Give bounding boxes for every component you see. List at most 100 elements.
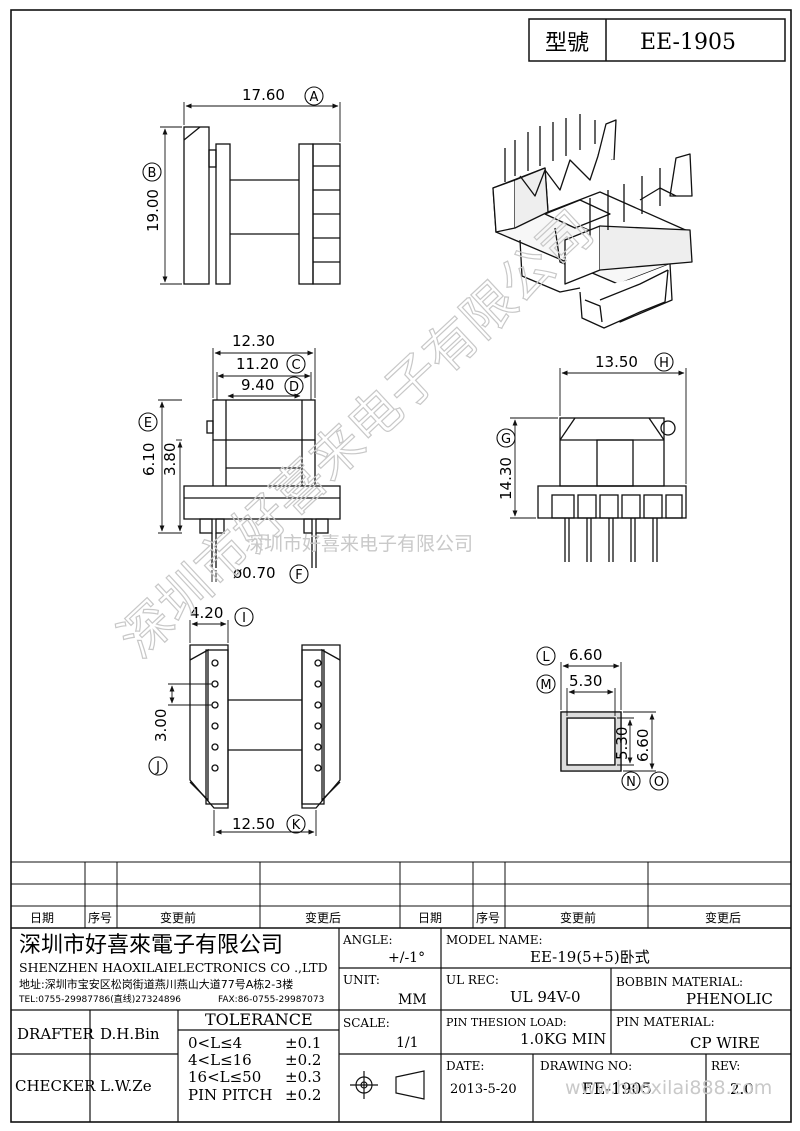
drawing-no-label: DRAWING NO:: [540, 1059, 632, 1073]
company-name-cn: 深圳市好喜來電子有限公司: [19, 933, 283, 958]
dim-o-tag: O: [649, 771, 669, 791]
isometric-view: [492, 114, 693, 329]
svg-text:±0.2: ±0.2: [285, 1086, 321, 1104]
dim-g-value: 14.30: [497, 457, 515, 500]
svg-text:序号: 序号: [88, 910, 112, 925]
scale-label: SCALE:: [343, 1016, 390, 1030]
svg-text:I: I: [242, 611, 246, 626]
svg-text:F: F: [295, 568, 302, 583]
dim-e-tag: E: [138, 412, 158, 432]
revision-headers: 日期 序号 变更前 变更后 日期 序号 变更前 变更后: [30, 910, 741, 925]
dim-m-value: 5.30: [569, 672, 602, 690]
svg-text:变更后: 变更后: [705, 910, 741, 925]
svg-text:±0.2: ±0.2: [285, 1051, 321, 1069]
dim-g-tag: G: [496, 428, 516, 448]
svg-text:K: K: [292, 818, 301, 833]
dim-k-tag: K: [286, 814, 306, 834]
dim-e-value: 6.10: [140, 443, 158, 476]
date-value: 2013-5-20: [450, 1082, 517, 1097]
dim-n-value: 5.30: [613, 727, 631, 760]
model-name-label: MODEL NAME:: [446, 933, 543, 947]
ul-value: UL 94V-0: [510, 988, 581, 1006]
sheet-border: [10, 9, 792, 1123]
unit-label: UNIT:: [343, 973, 380, 987]
dim-h-tag: H: [654, 352, 674, 372]
model-label: 型號: [545, 31, 589, 56]
svg-text:N: N: [626, 775, 636, 790]
dim-d-tag: D: [284, 376, 304, 396]
dim-a-tag: A: [304, 86, 324, 106]
pin-load-label: PIN THESION LOAD:: [446, 1016, 567, 1029]
model-name-value: EE-19(5+5)卧式: [530, 948, 650, 966]
ul-label: UL REC:: [446, 973, 499, 987]
top-view: [160, 102, 341, 285]
projection-symbol-icon: [350, 1070, 425, 1100]
watermark-horizontal: 深圳市好喜来电子有限公司: [245, 533, 473, 555]
dim-c-outer-value: 12.30: [232, 332, 275, 350]
watermark-site: www.haoxilai888.com: [565, 1077, 772, 1099]
bobbin-material-value: PHENOLIC: [686, 990, 773, 1008]
bottom-view: [168, 620, 341, 836]
svg-text:C: C: [291, 358, 300, 373]
svg-text:J: J: [155, 760, 160, 775]
svg-text:变更后: 变更后: [305, 910, 341, 925]
tolerance-rows: 0<L≤4 ±0.1 4<L≤16 ±0.2 16<L≤50 ±0.3 PIN …: [188, 1034, 321, 1104]
dim-l-value: 6.60: [569, 646, 602, 664]
dim-f-value: ø0.70: [233, 564, 276, 582]
svg-text:PIN PITCH: PIN PITCH: [188, 1086, 273, 1104]
front-view: [158, 348, 341, 582]
model-value: EE-1905: [640, 30, 736, 55]
svg-text:0<L≤4: 0<L≤4: [188, 1034, 242, 1052]
dim-h-value: 13.50: [595, 353, 638, 371]
svg-text:M: M: [540, 678, 551, 693]
svg-text:日期: 日期: [30, 911, 54, 925]
dim-b-tag: B: [142, 162, 162, 182]
svg-text:E: E: [144, 416, 152, 431]
company-tel: TEL:0755-29987786(直线)27324896: [18, 993, 181, 1005]
rev-value: 2.0: [730, 1080, 754, 1098]
unit-value: MM: [398, 992, 427, 1008]
bobbin-material-label: BOBBIN MATERIAL:: [616, 975, 743, 989]
svg-text:A: A: [310, 90, 319, 105]
drafter-value: D.H.Bin: [100, 1025, 160, 1043]
rev-label: REV:: [711, 1059, 740, 1073]
dim-i-value: 4.20: [190, 604, 223, 622]
svg-text:日期: 日期: [418, 911, 442, 925]
svg-text:变更前: 变更前: [160, 910, 196, 925]
dim-i-tag: I: [234, 607, 254, 627]
company-fax: FAX:86-0755-29987073: [218, 995, 324, 1005]
dim-f-tag: F: [289, 564, 309, 584]
dim-e-inner-value: 3.80: [161, 443, 179, 476]
svg-text:L: L: [542, 650, 550, 665]
dim-c-tag: C: [286, 354, 306, 374]
pin-material-value: CP WIRE: [690, 1034, 760, 1052]
pin-load-value: 1.0KG MIN: [520, 1030, 606, 1048]
pin-material-label: PIN MATERIAL:: [616, 1015, 715, 1029]
svg-text:4<L≤16: 4<L≤16: [188, 1051, 252, 1069]
svg-text:序号: 序号: [476, 910, 500, 925]
svg-text:16<L≤50: 16<L≤50: [188, 1068, 261, 1086]
date-label: DATE:: [446, 1059, 484, 1073]
svg-text:变更前: 变更前: [560, 910, 596, 925]
dim-l-tag: L: [536, 646, 556, 666]
svg-text:G: G: [501, 432, 511, 447]
tolerance-title: TOLERANCE: [205, 1010, 313, 1029]
checker-label: CHECKER: [15, 1077, 96, 1095]
svg-text:D: D: [289, 380, 299, 395]
dim-a-value: 17.60: [242, 86, 285, 104]
svg-text:±0.1: ±0.1: [285, 1034, 321, 1052]
dim-j-value: 3.00: [152, 709, 170, 742]
scale-value: 1/1: [396, 1035, 419, 1051]
watermark-diagonal: 深圳市好喜来电子有限公司: [108, 200, 605, 669]
svg-text:±0.3: ±0.3: [285, 1068, 321, 1086]
angle-value: +/-1°: [388, 950, 425, 966]
drafter-label: DRAFTER: [17, 1025, 95, 1043]
side-view: [510, 368, 687, 562]
model-title-block: 型號 EE-1905: [528, 18, 786, 62]
svg-text:O: O: [654, 775, 664, 790]
dim-m-tag: M: [536, 674, 556, 694]
wire-section-view: [560, 662, 656, 772]
dim-n-tag: N: [621, 771, 641, 791]
dim-k-value: 12.50: [232, 815, 275, 833]
